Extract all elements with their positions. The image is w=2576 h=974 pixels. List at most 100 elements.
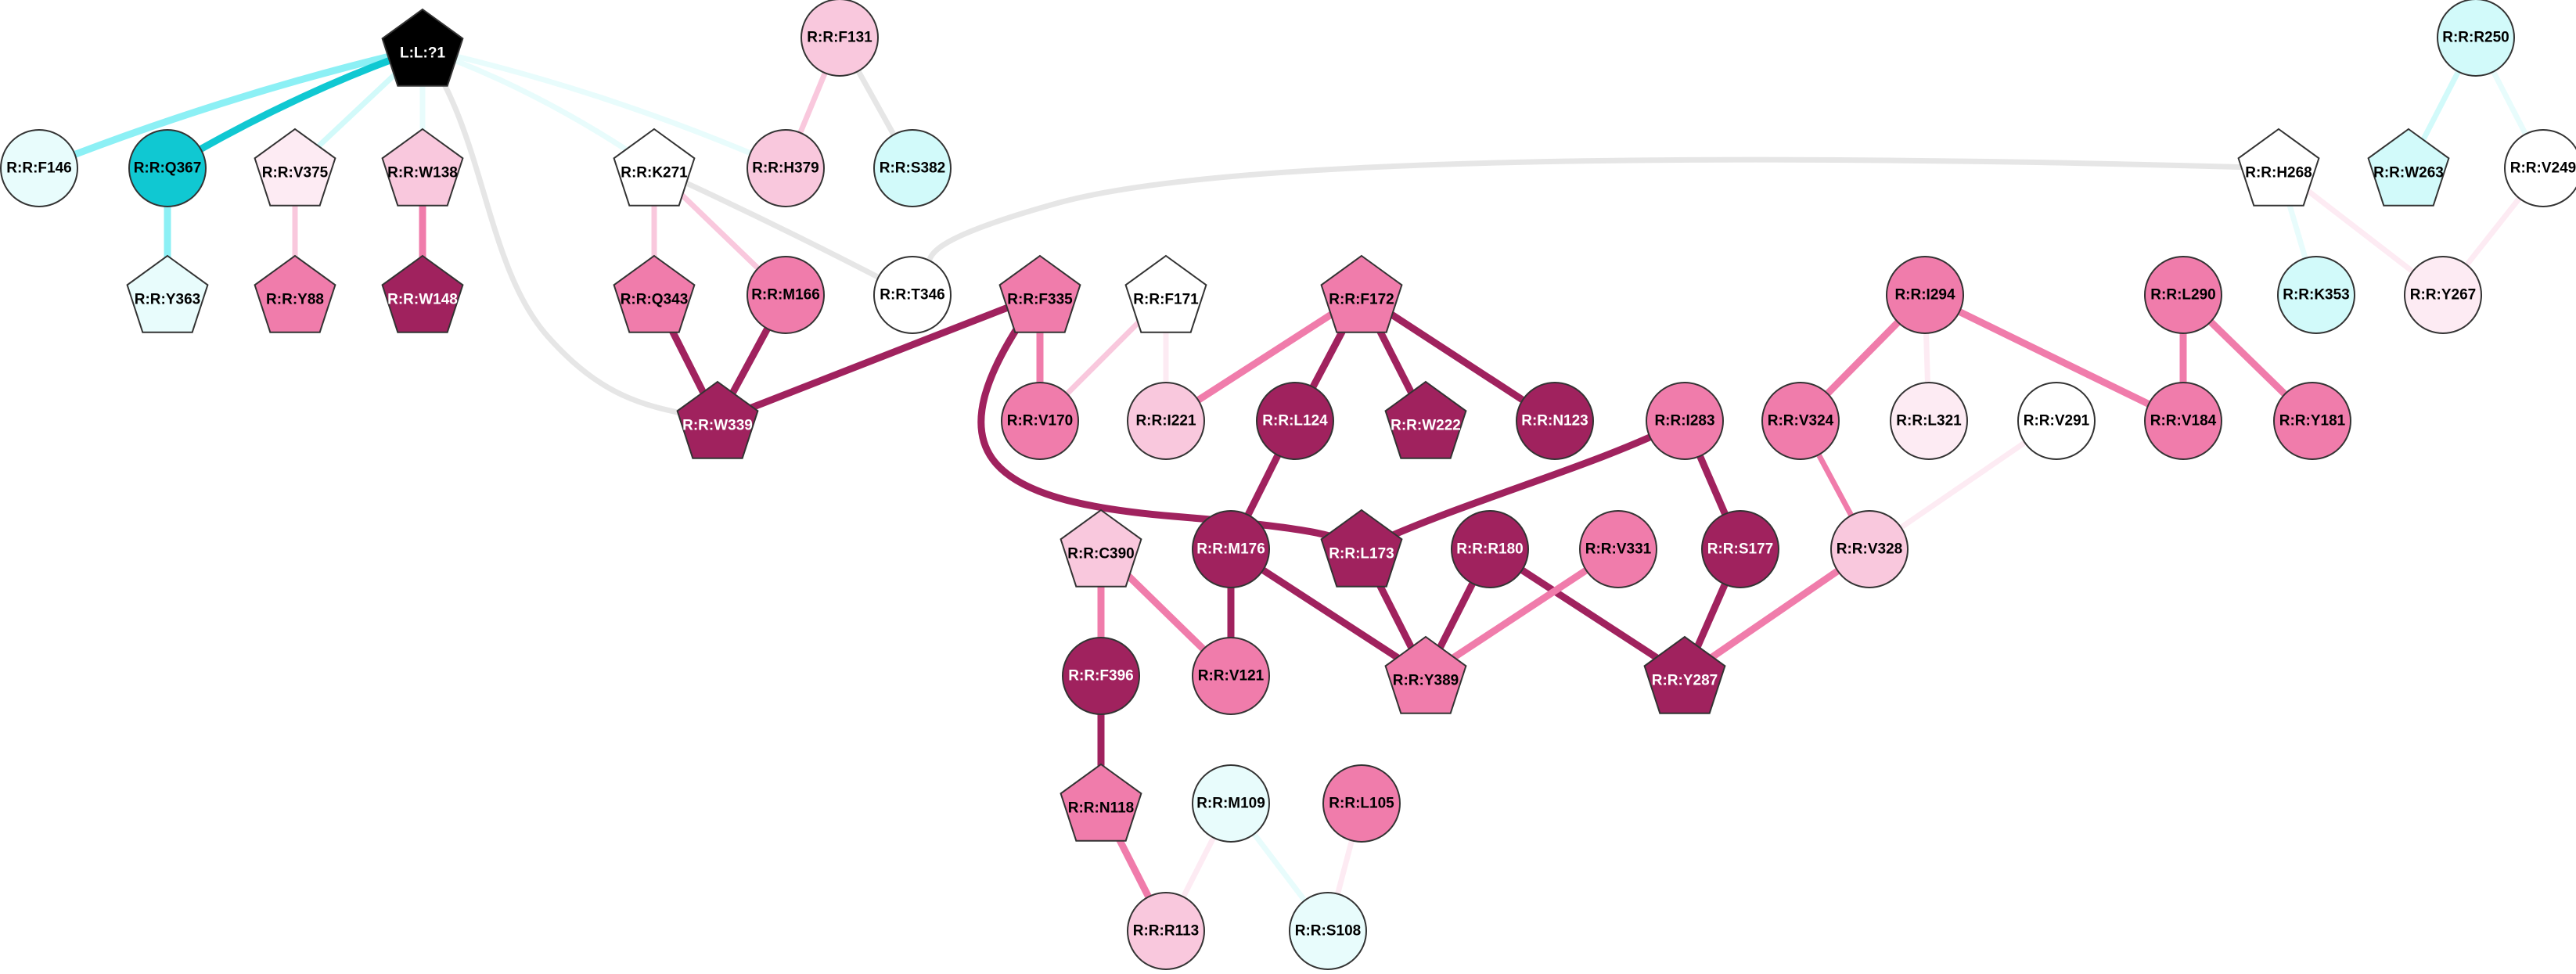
node-r-r-q343: R:R:Q343 — [613, 254, 696, 333]
node-shape-r-r-l124 — [1256, 382, 1334, 460]
node-label-r-r-s108: R:R:S108 — [1295, 923, 1361, 940]
node-shape-r-r-v170 — [1001, 382, 1079, 460]
node-label-r-r-f172: R:R:F172 — [1329, 292, 1394, 308]
node-label-r-r-f171: R:R:F171 — [1133, 292, 1199, 308]
node-shape-r-r-f171 — [1124, 254, 1207, 333]
node-shape-r-r-f335 — [998, 254, 1081, 333]
node-shape-r-r-q367 — [128, 129, 207, 207]
node-label-r-r-f146: R:R:F146 — [6, 160, 71, 177]
node-r-r-s108: R:R:S108 — [1289, 892, 1367, 970]
node-shape-r-r-i294 — [1886, 256, 1964, 334]
node-label-r-r-m166: R:R:M166 — [751, 287, 820, 304]
node-shape-r-r-c390 — [1060, 509, 1142, 588]
node-label-r-r-f335: R:R:F335 — [1007, 292, 1073, 308]
node-shape-r-r-y363 — [126, 254, 209, 333]
node-r-r-r250: R:R:R250 — [2437, 0, 2515, 77]
node-label-r-r-l321: R:R:L321 — [1896, 413, 1962, 429]
node-shape-r-r-v291 — [2017, 382, 2096, 460]
node-label-r-r-v331: R:R:V331 — [1585, 541, 1652, 558]
node-shape-r-r-m176 — [1192, 510, 1270, 588]
node-r-r-h268: R:R:H268 — [2237, 128, 2320, 207]
node-shape-r-r-v328 — [1830, 510, 1909, 588]
node-shape-r-r-w148 — [381, 254, 464, 333]
node-r-r-i294: R:R:I294 — [1886, 256, 1964, 334]
node-label-r-r-h379: R:R:H379 — [752, 160, 819, 177]
node-r-r-f146: R:R:F146 — [0, 129, 78, 207]
node-shape-r-r-i283 — [1646, 382, 1724, 460]
node-r-r-s177: R:R:S177 — [1701, 510, 1779, 588]
node-label-r-r-t346: R:R:T346 — [880, 287, 944, 304]
node-shape-r-r-m166 — [747, 256, 825, 334]
edge-r-r-i294-to-r-r-v184 — [1921, 291, 2187, 425]
node-label-r-r-v121: R:R:V121 — [1198, 668, 1265, 685]
node-r-r-f172: R:R:F172 — [1320, 254, 1403, 333]
node-r-r-r113: R:R:R113 — [1127, 892, 1205, 970]
node-label-r-r-y181: R:R:Y181 — [2279, 413, 2346, 429]
node-shape-r-r-v324 — [1761, 382, 1840, 460]
node-label-r-r-l290: R:R:L290 — [2150, 287, 2215, 304]
node-label-r-r-s382: R:R:S382 — [880, 160, 945, 177]
node-r-r-v184: R:R:V184 — [2144, 382, 2222, 460]
node-shape-r-r-r113 — [1127, 892, 1205, 970]
node-r-r-v249: R:R:V249 — [2504, 129, 2576, 207]
node-label-r-r-n123: R:R:N123 — [1521, 413, 1588, 429]
node-label-r-r-v170: R:R:V170 — [1007, 413, 1073, 429]
node-shape-r-r-h379 — [747, 129, 825, 207]
node-r-r-i283: R:R:I283 — [1646, 382, 1724, 460]
node-shape-r-r-l173 — [1320, 509, 1403, 588]
node-r-r-y181: R:R:Y181 — [2273, 382, 2351, 460]
node-r-r-w263: R:R:W263 — [2367, 128, 2450, 207]
node-shape-r-r-f131 — [801, 0, 879, 77]
node-shape-r-r-n118 — [1060, 763, 1142, 842]
node-r-r-n123: R:R:N123 — [1516, 382, 1594, 460]
node-label-r-r-q343: R:R:Q343 — [621, 292, 689, 308]
edge-l-l-1-to-r-r-q367 — [164, 45, 426, 172]
node-label-r-r-f396: R:R:F396 — [1068, 668, 1133, 685]
node-shape-r-r-l105 — [1322, 764, 1401, 843]
node-r-r-v170: R:R:V170 — [1001, 382, 1079, 460]
node-label-r-r-q367: R:R:Q367 — [134, 160, 202, 177]
node-label-r-r-y88: R:R:Y88 — [266, 292, 324, 308]
node-r-r-k353: R:R:K353 — [2277, 256, 2355, 334]
node-shape-r-r-y181 — [2273, 382, 2351, 460]
node-label-r-r-h268: R:R:H268 — [2245, 165, 2312, 182]
node-r-r-l105: R:R:L105 — [1322, 764, 1401, 843]
node-shape-r-r-f396 — [1062, 637, 1140, 715]
node-shape-r-r-w138 — [381, 128, 464, 207]
node-label-r-r-l173: R:R:L173 — [1329, 546, 1394, 562]
node-r-r-v331: R:R:V331 — [1579, 510, 1657, 588]
node-label-r-r-w148: R:R:W148 — [387, 292, 458, 308]
node-shape-r-r-f146 — [0, 129, 78, 207]
edge-r-r-h268-to-r-r-t346 — [909, 156, 2282, 298]
node-r-r-k271: R:R:K271 — [613, 128, 696, 207]
node-shape-r-r-w222 — [1384, 380, 1467, 459]
node-label-r-r-k353: R:R:K353 — [2283, 287, 2350, 304]
node-r-r-w148: R:R:W148 — [381, 254, 464, 333]
node-r-r-y389: R:R:Y389 — [1384, 635, 1467, 714]
node-r-r-w138: R:R:W138 — [381, 128, 464, 207]
node-r-r-f396: R:R:F396 — [1062, 637, 1140, 715]
node-label-r-r-v324: R:R:V324 — [1768, 413, 1834, 429]
node-label-r-r-c390: R:R:C390 — [1067, 546, 1135, 562]
node-label-r-r-m176: R:R:M176 — [1196, 541, 1265, 558]
node-r-r-l290: R:R:L290 — [2144, 256, 2222, 334]
node-label-r-r-v375: R:R:V375 — [262, 165, 329, 182]
node-shape-r-r-y287 — [1643, 635, 1726, 714]
node-shape-r-r-h268 — [2237, 128, 2320, 207]
node-r-r-v324: R:R:V324 — [1761, 382, 1840, 460]
node-shape-r-r-m109 — [1192, 764, 1270, 843]
node-r-r-q367: R:R:Q367 — [128, 129, 207, 207]
node-r-r-l124: R:R:L124 — [1256, 382, 1334, 460]
node-label-r-r-i283: R:R:I283 — [1654, 413, 1714, 429]
node-shape-r-r-k353 — [2277, 256, 2355, 334]
node-shape-l-l-1 — [381, 8, 464, 87]
node-label-r-r-r250: R:R:R250 — [2442, 30, 2509, 46]
node-r-r-l321: R:R:L321 — [1890, 382, 1968, 460]
node-label-r-r-s177: R:R:S177 — [1707, 541, 1773, 558]
node-shape-r-r-y88 — [254, 254, 336, 333]
edge-l-l-1-to-r-r-f146 — [35, 45, 426, 172]
node-label-l-l-1: L:L:?1 — [400, 45, 445, 62]
node-r-r-v375: R:R:V375 — [254, 128, 336, 207]
node-shape-r-r-v184 — [2144, 382, 2222, 460]
